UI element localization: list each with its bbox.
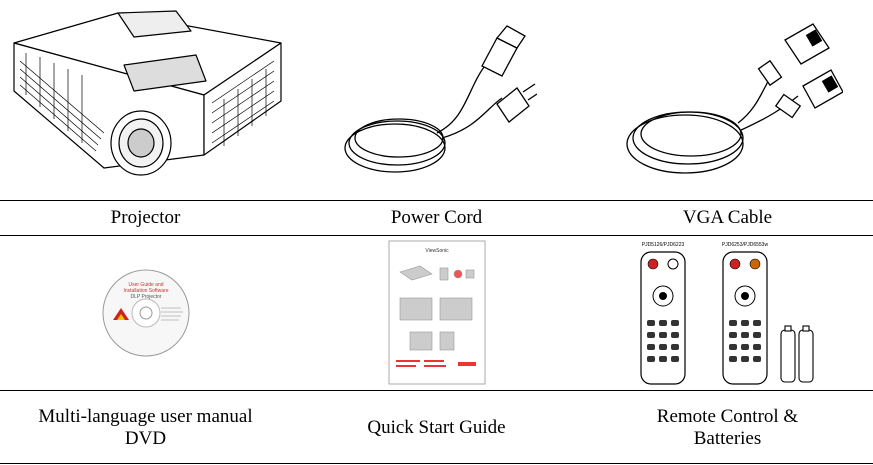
remote-control-icon: PJD5126/PJD6223 PJD6253/PJD6553w [639, 242, 814, 385]
dvd-icon: User Guide and Installation Software DLP… [102, 269, 189, 356]
table-bottom-border [0, 463, 873, 464]
dvd-image: User Guide and Installation Software DLP… [0, 236, 291, 389]
dvd-label-line2: DVD [124, 428, 167, 449]
guide-brand: ViewSonic [425, 248, 449, 254]
row-divider [0, 200, 873, 201]
quick-start-guide-label: Quick Start Guide [367, 417, 506, 438]
quick-start-guide-image: ViewSonic [291, 236, 582, 389]
row-divider [0, 390, 873, 391]
remote-control-label: Remote Control & Batteries [582, 392, 873, 464]
quick-start-guide-icon: ViewSonic [388, 240, 485, 385]
dvd-subtitle: DLP Projector [130, 294, 161, 300]
power-cord-label: Power Cord [390, 207, 483, 228]
dvd-label-line1: Multi-language user manual [38, 406, 253, 427]
power-cord-icon [343, 24, 537, 173]
dvd-title-line2: Installation Software [123, 288, 168, 294]
right-remote-model: PJD6253/PJD6553w [721, 242, 768, 248]
projector-image [0, 0, 291, 200]
projector-icon [12, 9, 282, 176]
row-divider [0, 235, 873, 236]
left-remote-model: PJD5126/PJD6223 [641, 242, 684, 248]
vga-cable-icon [625, 22, 843, 174]
remote-label-line1: Remote Control & [656, 406, 799, 427]
dvd-label: Multi-language user manual DVD [0, 392, 291, 464]
batteries-icon [779, 324, 814, 383]
remote-control-image: PJD5126/PJD6223 PJD6253/PJD6553w [582, 236, 873, 389]
vga-cable-label: VGA Cable [682, 207, 773, 228]
dvd-title-line1: User Guide and [128, 282, 163, 288]
remote-label-line2: Batteries [693, 428, 762, 449]
projector-label: Projector [110, 207, 181, 228]
vga-cable-image [582, 0, 873, 200]
power-cord-image [291, 0, 582, 200]
